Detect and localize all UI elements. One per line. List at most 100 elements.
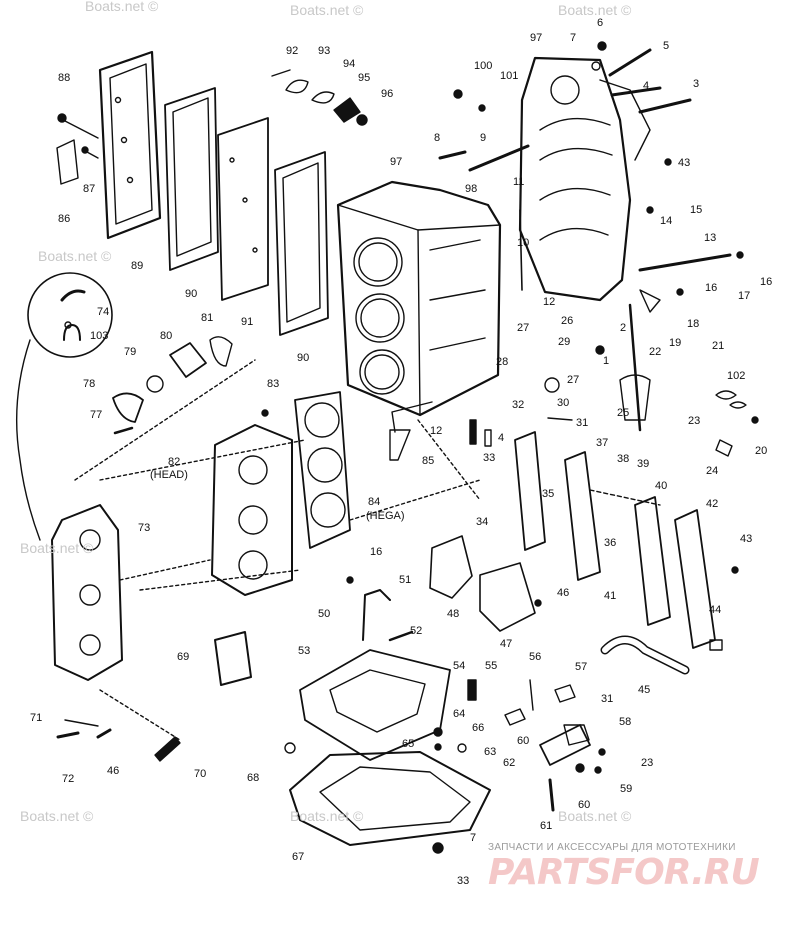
part-label: 10 <box>517 237 530 249</box>
part-label: 12 <box>543 296 556 308</box>
part-label: 4 <box>498 432 505 444</box>
part-label: 51 <box>399 574 412 586</box>
part-label: 40 <box>655 480 668 492</box>
part-label: 5 <box>663 40 670 52</box>
part-label: 73 <box>138 522 151 534</box>
part-label: 54 <box>453 660 466 672</box>
part-label: 55 <box>485 660 498 672</box>
part-label: 63 <box>484 746 497 758</box>
part-label: 88 <box>58 72 71 84</box>
part-label: 50 <box>318 608 331 620</box>
part-label: 25 <box>617 407 630 419</box>
part-label: 93 <box>318 45 331 57</box>
head-gasket-84 <box>294 391 351 549</box>
part-label: 56 <box>529 651 542 663</box>
part-label: 14 <box>660 215 673 227</box>
part-label: 17 <box>738 290 751 302</box>
plate-41 <box>634 496 671 626</box>
part-label: 71 <box>30 712 43 724</box>
part-label: 89 <box>131 260 144 272</box>
part-label: 39 <box>637 458 650 470</box>
part-label: 82 <box>168 456 181 468</box>
cylinder-head-82 <box>211 424 293 596</box>
part-label: 32 <box>512 399 525 411</box>
part-label: 57 <box>575 661 588 673</box>
watermark: Boats.net © <box>20 808 94 824</box>
part-label: 65 <box>402 738 415 750</box>
part-label: 37 <box>596 437 609 449</box>
part-label: 92 <box>286 45 299 57</box>
part-label: 15 <box>690 204 703 216</box>
part-label: 1 <box>603 355 610 367</box>
part-label: 58 <box>619 716 632 728</box>
cylinder-block-97 <box>336 180 502 417</box>
part-label: 103 <box>90 330 109 342</box>
part-label: 42 <box>706 498 719 510</box>
part-label: 102 <box>727 370 746 382</box>
part-label: 79 <box>124 346 137 358</box>
part-label: 47 <box>500 638 513 650</box>
part-label: 13 <box>704 232 717 244</box>
part-label: 60 <box>517 735 530 747</box>
part-label: 44 <box>709 604 722 616</box>
part-label: 6 <box>597 17 604 29</box>
part-label: 4 <box>643 80 650 92</box>
part-label: 46 <box>557 587 570 599</box>
part-label: 8 <box>434 132 441 144</box>
housing-93 <box>285 79 309 94</box>
plate-86 <box>56 139 79 185</box>
part-label: 38 <box>617 453 630 465</box>
part-label: 74 <box>97 306 110 318</box>
watermark: Boats.net © <box>85 0 159 14</box>
part-label: 26 <box>561 315 574 327</box>
watermark: Boats.net © <box>558 808 632 824</box>
part-label: 30 <box>557 397 570 409</box>
part-label: 68 <box>247 772 260 784</box>
part-label: 35 <box>542 488 555 500</box>
part-label: 16 <box>705 282 718 294</box>
part-label: 53 <box>298 645 311 657</box>
part-label: 81 <box>201 312 214 324</box>
part-label: 31 <box>576 417 589 429</box>
plate-36 <box>564 451 601 581</box>
plate-91 <box>217 117 269 301</box>
part-label: 90 <box>185 288 198 300</box>
part-label: 46 <box>107 765 120 777</box>
part-label: 83 <box>267 378 280 390</box>
part-label: 64 <box>453 708 466 720</box>
part-label: 94 <box>343 58 356 70</box>
watermark: Boats.net © <box>20 540 94 556</box>
part-label: 12 <box>430 425 443 437</box>
part-label: 16 <box>760 276 773 288</box>
part-label: 86 <box>58 213 71 225</box>
part-label: 66 <box>472 722 485 734</box>
part-label: 27 <box>567 374 580 386</box>
part-label: 9 <box>480 132 487 144</box>
part-label: 24 <box>706 465 719 477</box>
part-label: 61 <box>540 820 553 832</box>
part-label: 18 <box>687 318 700 330</box>
part-label: 3 <box>693 78 700 90</box>
bolt-88-icon <box>57 113 67 123</box>
watermark: Boats.net © <box>38 248 112 264</box>
part-label: 11 <box>513 176 525 188</box>
part-label: 29 <box>558 336 571 348</box>
part-label: 80 <box>160 330 173 342</box>
brand-logo: PARTSFOR.RU <box>488 852 760 893</box>
part-label: 23 <box>688 415 701 427</box>
plate-42 <box>674 509 716 649</box>
gasket-90a <box>164 87 219 271</box>
part-label: 22 <box>649 346 662 358</box>
part-label: 60 <box>578 799 591 811</box>
part-label: 84 <box>368 496 381 508</box>
detail-circle <box>27 272 113 358</box>
part-label: 59 <box>620 783 633 795</box>
watermark: Boats.net © <box>558 2 632 18</box>
part-label: 34 <box>476 516 489 528</box>
part-label: (HEAD) <box>150 469 188 481</box>
part-label: 100 <box>474 60 493 72</box>
part-label: 85 <box>422 455 435 467</box>
part-label: 98 <box>465 183 478 195</box>
exhaust-cover-89 <box>98 50 162 240</box>
